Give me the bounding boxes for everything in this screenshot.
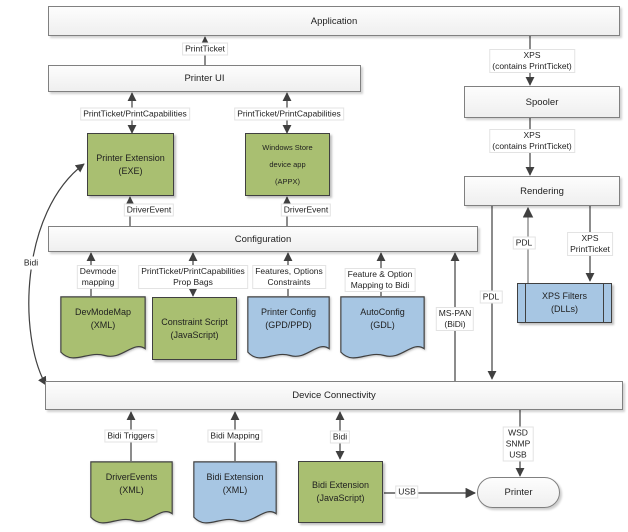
bidi-extension-js-subtitle: (JavaScript) [316, 493, 365, 503]
pdl-left-label: PDL [479, 290, 503, 304]
ptpc-right-label: PrintTicket/PrintCapabilities [234, 107, 344, 121]
document-shape [340, 296, 425, 359]
printer-config-subtitle: (GPD/PPD) [265, 320, 312, 330]
constraint-script-subtitle: (JavaScript) [170, 329, 219, 340]
xps-printticket-label: XPS PrintTicket [567, 232, 613, 256]
device-connectivity-label: Device Connectivity [292, 390, 376, 401]
store-app-line1: Windows Store [262, 143, 313, 152]
driverevents-doc: DriverEvents (XML) [90, 461, 173, 529]
autoconfig-title: AutoConfig [360, 307, 405, 317]
rendering-label: Rendering [520, 185, 564, 197]
configuration-label: Configuration [234, 233, 292, 245]
configuration-bar: Configuration [48, 226, 478, 252]
constraint-script-box: Constraint Script (JavaScript) [152, 297, 237, 360]
driverevent-left-label: DriverEvent [123, 203, 175, 217]
devmodemap-title: DevModeMap [74, 307, 132, 317]
spooler-box: Spooler [464, 86, 620, 118]
printer-config-title: Printer Config [260, 307, 317, 317]
printticket-label: PrintTicket [182, 42, 228, 56]
autoconfig-doc: AutoConfig (GDL) [340, 296, 425, 364]
autoconfig-subtitle: (GDL) [370, 320, 395, 330]
device-connectivity-bar: Device Connectivity [45, 381, 623, 410]
printer-ui-bar: Printer UI [48, 65, 361, 92]
constraint-script-title: Constraint Script [161, 316, 228, 327]
store-app-line3: (APPX) [274, 177, 300, 186]
printer-extension-title: Printer Extension [96, 152, 165, 163]
devmodemap-doc: DevModeMap (XML) [60, 296, 146, 364]
application-label: Application [310, 15, 358, 27]
xps-filters-title: XPS Filters [541, 291, 587, 301]
bidi-mapping-label: Bidi Mapping [207, 429, 263, 443]
printer-extension-box: Printer Extension (EXE) [87, 133, 174, 196]
xps-filters-box: XPS Filters (DLLs) [517, 283, 612, 323]
devmode-mapping-label: Devmode mapping [76, 265, 120, 289]
ptpc-prop-bags-label: PrintTicket/PrintCapabilities Prop Bags [138, 265, 248, 289]
application-bar: Application [48, 6, 620, 36]
arrow-bidi-curve [28, 163, 85, 386]
features-options-constraints-label: Features, Options Constraints [252, 265, 326, 289]
ptpc-left-label: PrintTicket/PrintCapabilities [80, 107, 190, 121]
bidi-extension-xml-title: Bidi Extension [206, 472, 264, 482]
xps-filters-subtitle: (DLLs) [550, 304, 578, 314]
bidi-curve-label: Bidi [20, 256, 42, 270]
xps-contains-printticket-label-2: XPS (contains PrintTicket) [489, 129, 575, 153]
spooler-label: Spooler [525, 96, 559, 108]
document-shape [247, 296, 330, 359]
xps-contains-printticket-label-1: XPS (contains PrintTicket) [489, 49, 575, 73]
windows-store-device-app-box: Windows Store device app (APPX) [245, 133, 330, 196]
driverevent-right-label: DriverEvent [280, 203, 332, 217]
printer-config-doc: Printer Config (GPD/PPD) [247, 296, 330, 364]
feature-option-mapping-label: Feature & Option Mapping to Bidi [344, 268, 416, 292]
bidi-extension-js-box: Bidi Extension (JavaScript) [298, 461, 383, 523]
driverevents-title: DriverEvents [105, 472, 158, 482]
usb-label: USB [395, 485, 419, 499]
bidi-extension-xml-doc: Bidi Extension (XML) [193, 461, 277, 529]
printer-label: Printer [504, 487, 533, 498]
store-app-line2: device app [269, 160, 306, 169]
document-shape [90, 461, 173, 524]
rendering-box: Rendering [464, 176, 620, 206]
bidi-extension-js-title: Bidi Extension [311, 480, 370, 490]
wsd-snmp-usb-label: WSD SNMP USB [502, 426, 534, 462]
bidi-triggers-label: Bidi Triggers [104, 429, 158, 443]
printer-extension-subtitle: (EXE) [118, 165, 143, 176]
document-shape [193, 461, 277, 524]
pdl-right-label: PDL [512, 236, 536, 250]
driverevents-subtitle: (XML) [119, 485, 144, 495]
bidi-extension-xml-subtitle: (XML) [222, 485, 248, 495]
printer-oval: Printer [477, 477, 560, 508]
devmodemap-subtitle: (XML) [90, 320, 116, 330]
printer-ui-label: Printer UI [184, 73, 225, 84]
ms-pan-bidi-label: MS-PAN (BiDi) [435, 307, 475, 331]
bidi-bottom-label: Bidi [329, 430, 351, 444]
